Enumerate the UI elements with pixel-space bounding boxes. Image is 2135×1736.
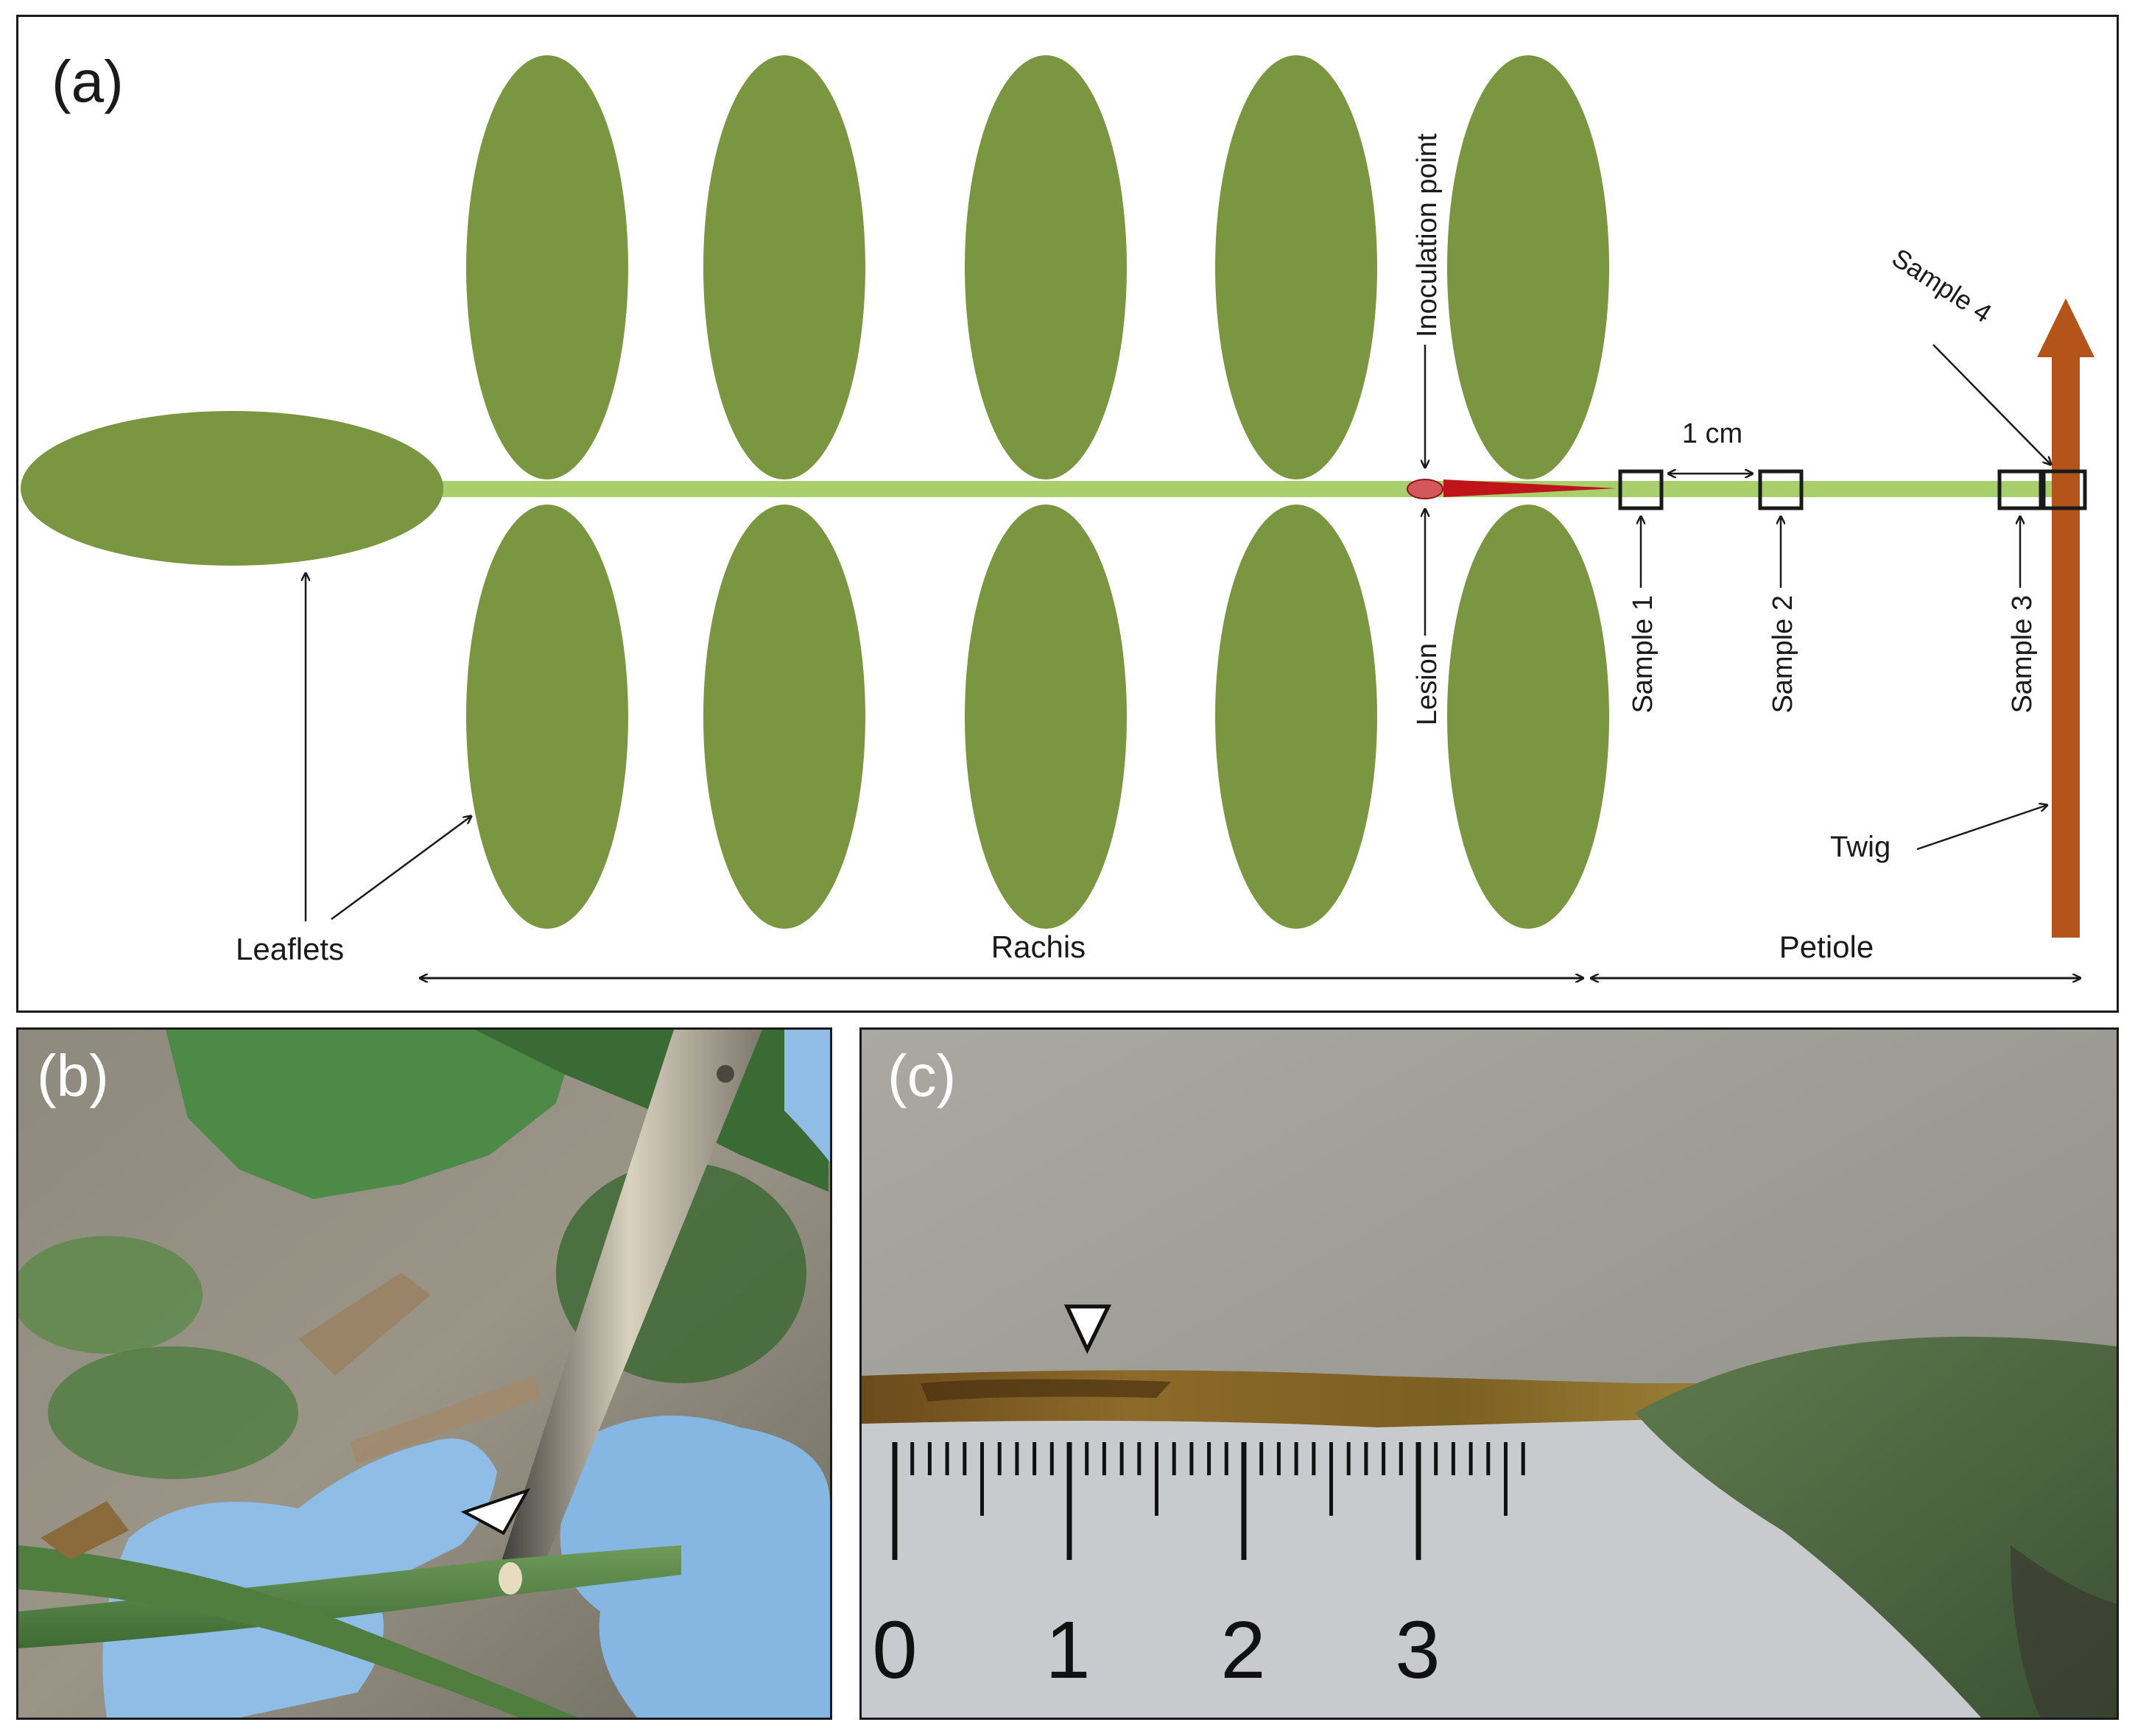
ruler-number-1: 1 xyxy=(1045,1605,1090,1695)
sample-3-box xyxy=(1997,469,2043,510)
leaflet-lower-3 xyxy=(965,505,1127,929)
petiole-label: Petiole xyxy=(1779,930,1874,964)
panel-c-label: (c) xyxy=(887,1043,956,1108)
ruler-number-0: 0 xyxy=(872,1605,917,1695)
lesion-dark-area xyxy=(921,1379,1171,1402)
top-leaf xyxy=(166,1030,578,1199)
wound-site xyxy=(499,1562,522,1595)
panel-b-label: (b) xyxy=(37,1043,109,1108)
terminal-leaflet xyxy=(21,411,443,566)
twig-label: Twig xyxy=(1830,831,1890,863)
glove-left-hand xyxy=(102,1438,497,1718)
sample-1-box xyxy=(1618,469,1664,510)
rachis-line xyxy=(431,481,2066,497)
lesion-ruler-photo: 0 1 2 3 (c) xyxy=(862,1030,2117,1718)
sample-2-box xyxy=(1758,469,1804,510)
panel-c-photo: 0 1 2 3 (c) xyxy=(859,1027,2119,1720)
lesion-pointer-triangle xyxy=(1063,1304,1112,1354)
inoculation-label: Inoculation point xyxy=(1412,133,1443,337)
background-twig xyxy=(298,1273,431,1376)
leaflet-lower-1 xyxy=(466,505,628,929)
distance-label: 1 cm xyxy=(1682,418,1742,449)
scalpel xyxy=(497,1030,762,1589)
rachis-label: Rachis xyxy=(991,930,1086,964)
leaflet-upper-1 xyxy=(466,55,628,479)
leaf-blade xyxy=(1635,1336,2117,1718)
lesion-label: Lesion xyxy=(1412,643,1443,725)
twig-arrow-tip xyxy=(2037,298,2094,357)
leaflet-upper-5 xyxy=(1447,55,1609,479)
sample-4-box xyxy=(2041,469,2087,510)
twig-stem xyxy=(2052,356,2080,938)
background-leaf xyxy=(18,1236,203,1354)
sample-4-label: Sample 4 xyxy=(1887,242,1997,328)
inoculation-photo: (b) xyxy=(18,1030,830,1718)
leaflet-upper-4 xyxy=(1215,55,1377,479)
lesion-wedge xyxy=(1443,479,1617,497)
leaflet-lower-5 xyxy=(1447,505,1609,929)
leaf-shadow xyxy=(2011,1545,2117,1718)
ruler-number-2: 2 xyxy=(1220,1605,1265,1695)
leaflet-lower-2 xyxy=(703,505,865,929)
ruler-number-3: 3 xyxy=(1395,1605,1440,1695)
scalpel-hole xyxy=(717,1065,734,1083)
background-leaf xyxy=(48,1346,298,1479)
sample-4-arrow xyxy=(1932,344,2051,465)
sample-3-label: Sample 3 xyxy=(2007,595,2038,714)
glove-top-corner xyxy=(784,1030,830,1162)
background-twig xyxy=(350,1376,541,1464)
leaflet-upper-2 xyxy=(703,55,865,479)
bud xyxy=(41,1501,129,1560)
leaf-schematic: (a) 1 cm Inoculation point xyxy=(21,49,2094,1011)
leaflet-upper-3 xyxy=(965,55,1127,479)
glove-right-hand xyxy=(560,1416,830,1718)
leaflet-lower-4 xyxy=(1215,505,1377,929)
panel-b-photo: (b) xyxy=(16,1027,832,1720)
twig-arrow xyxy=(1916,805,2047,851)
inoculation-point-marker xyxy=(1407,479,1443,499)
leaflets-label: Leaflets xyxy=(236,932,344,966)
sample-2-label: Sample 2 xyxy=(1768,595,1798,714)
lower-stem xyxy=(18,1545,578,1718)
panel-a-diagram: (a) 1 cm Inoculation point xyxy=(16,15,2119,1013)
ruler-ticks xyxy=(892,1442,1525,1560)
sample-1-label: Sample 1 xyxy=(1628,595,1659,714)
leaflets-arrow-lateral xyxy=(331,816,471,921)
wound-pointer-triangle xyxy=(460,1488,531,1536)
panel-a-label: (a) xyxy=(52,49,124,114)
